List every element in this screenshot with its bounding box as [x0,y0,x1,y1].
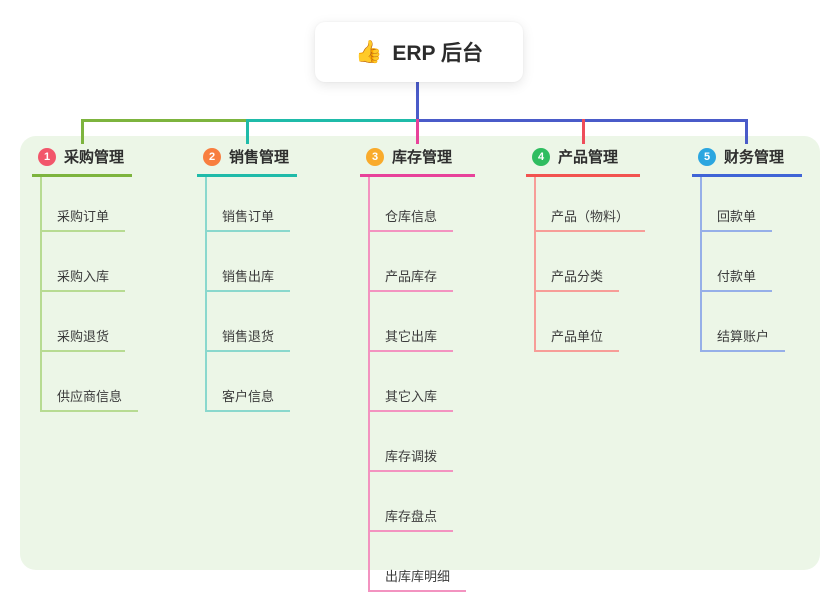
child-node[interactable]: 销售出库 [207,232,291,292]
branch-drop-line-1 [81,119,84,144]
child-node[interactable]: 产品（物料） [536,177,646,232]
branch-title-label: 采购管理 [64,149,125,166]
child-node[interactable]: 采购订单 [42,177,126,232]
branch-children: 销售订单 销售出库 销售退货 客户信息 [205,177,297,412]
branch-node-sales[interactable]: 2 销售管理 [197,146,297,177]
branch-finance: 5 财务管理 回款单 付款单 结算账户 [692,146,802,352]
branch-title-label: 库存管理 [392,149,453,166]
child-node[interactable]: 产品分类 [536,232,620,292]
branch-children: 产品（物料） 产品分类 产品单位 [534,177,646,352]
branch-inventory: 3 库存管理 仓库信息 产品库存 其它出库 其它入库 库存调拨 库存盘点 出库库… [360,146,475,592]
branch-children: 采购订单 采购入库 采购退货 供应商信息 [40,177,139,412]
branch-node-finance[interactable]: 5 财务管理 [692,146,802,177]
branch-title-label: 财务管理 [724,149,785,166]
root-title: ERP 后台 [392,42,484,65]
child-node[interactable]: 仓库信息 [370,177,454,232]
child-node[interactable]: 回款单 [702,177,773,232]
child-node[interactable]: 其它出库 [370,292,454,352]
root-connector-line [416,82,419,122]
bus-line-green [81,119,247,122]
child-node[interactable]: 产品库存 [370,232,454,292]
branch-title-label: 销售管理 [229,149,290,166]
bus-line-teal [247,119,417,122]
child-node[interactable]: 其它入库 [370,352,454,412]
child-node[interactable]: 采购退货 [42,292,126,352]
thumbs-up-icon: 👍 [354,39,383,64]
child-node[interactable]: 库存调拨 [370,412,454,472]
branch-number-badge: 2 [203,147,221,166]
child-node[interactable]: 销售订单 [207,177,291,232]
mindmap-background-panel [20,136,820,570]
child-node[interactable]: 库存盘点 [370,472,454,532]
child-node[interactable]: 结算账户 [702,292,786,352]
child-node[interactable]: 付款单 [702,232,773,292]
branch-product: 4 产品管理 产品（物料） 产品分类 产品单位 [526,146,646,352]
branch-node-product[interactable]: 4 产品管理 [526,146,640,177]
branch-number-badge: 1 [38,147,56,166]
branch-drop-line-4 [582,119,585,144]
branch-number-badge: 3 [366,147,384,166]
branch-children: 仓库信息 产品库存 其它出库 其它入库 库存调拨 库存盘点 出库库明细 [368,177,475,592]
branch-purchase: 1 采购管理 采购订单 采购入库 采购退货 供应商信息 [32,146,139,412]
child-node[interactable]: 采购入库 [42,232,126,292]
child-node[interactable]: 客户信息 [207,352,291,412]
branch-number-badge: 4 [532,147,550,166]
branch-node-purchase[interactable]: 1 采购管理 [32,146,132,177]
child-node[interactable]: 产品单位 [536,292,620,352]
branch-title-label: 产品管理 [558,149,619,166]
child-node[interactable]: 销售退货 [207,292,291,352]
root-node-erp[interactable]: 👍 ERP 后台 [315,22,523,82]
branch-drop-line-3 [416,119,419,144]
branch-number-badge: 5 [698,147,716,166]
branch-drop-line-2 [246,119,249,144]
child-node[interactable]: 供应商信息 [42,352,139,412]
child-node[interactable]: 出库库明细 [370,532,467,592]
branch-drop-line-5 [745,119,748,144]
branch-sales: 2 销售管理 销售订单 销售出库 销售退货 客户信息 [197,146,297,412]
branch-node-inventory[interactable]: 3 库存管理 [360,146,475,177]
branch-children: 回款单 付款单 结算账户 [700,177,802,352]
